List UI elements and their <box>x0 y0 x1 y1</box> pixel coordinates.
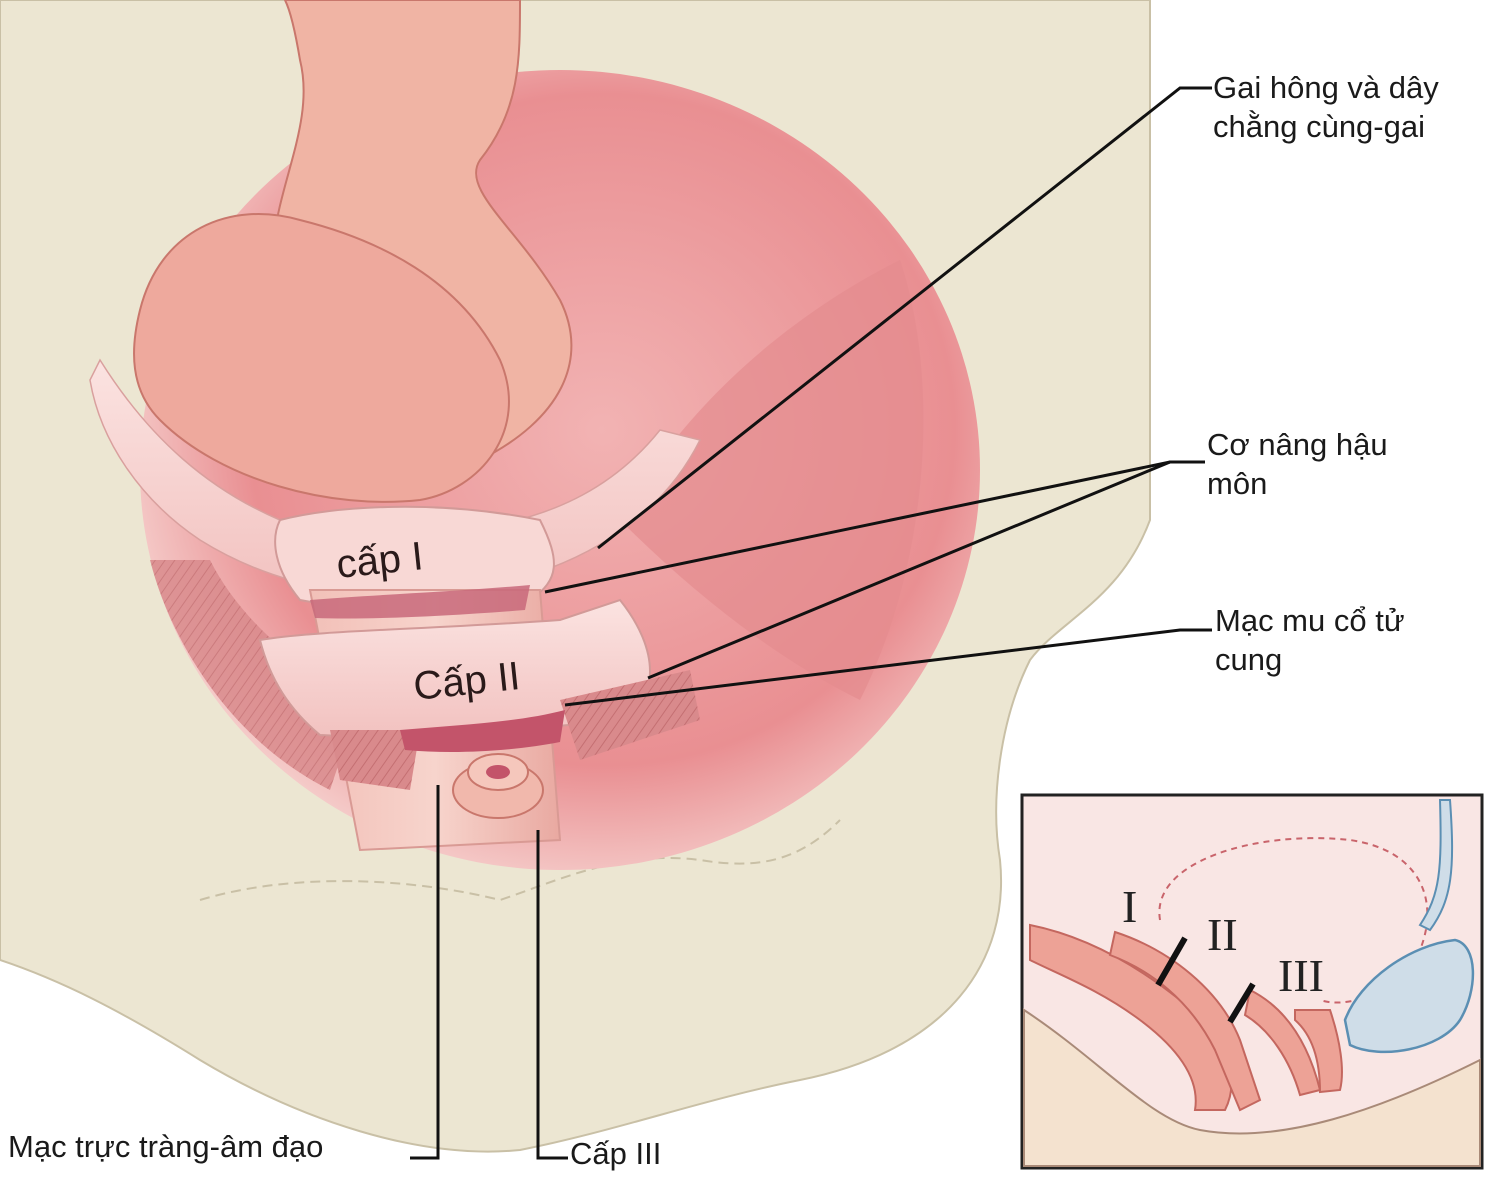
inset-level-1: I <box>1122 881 1137 932</box>
inset-floor <box>1023 1008 1481 1167</box>
leader-level-3 <box>536 830 568 1160</box>
label-ischial-spine-line-2: chằng cùng-gai <box>1213 109 1425 144</box>
uterus-cavity <box>133 213 510 503</box>
label-rectovaginal-fascia: Mạc trực tràng-âm đạo <box>8 1129 323 1164</box>
pelvic-inner-rim <box>199 819 841 902</box>
inset-bladder <box>1343 938 1475 1054</box>
inset-bladder-dashed <box>1158 837 1429 1004</box>
inset-level-band-3 <box>1294 1009 1343 1094</box>
label-pubocervical-line-1: Mạc mu cổ tử <box>1215 603 1405 638</box>
label-ischial-spine-line-1: Gai hông và dây <box>1213 70 1439 105</box>
inset-level-band-2 <box>1243 988 1322 1097</box>
levator-fibers-right <box>620 260 924 700</box>
label-level-1: cấp I <box>334 534 425 587</box>
label-pubocervical-fascia: Mạc mu cổ tử cung <box>1215 603 1413 677</box>
level-2-slot <box>400 710 565 753</box>
level-1-slot <box>310 585 530 619</box>
inset-sagittal: I II III <box>1020 793 1484 1170</box>
label-levator-ani-line-2: môn <box>1207 466 1267 501</box>
inset-urethra-tube <box>1418 799 1454 932</box>
label-pubocervical-line-2: cung <box>1215 642 1282 677</box>
leader-rectovaginal <box>410 785 440 1160</box>
inset-divider-2 <box>1227 982 1256 1024</box>
label-ischial-spine: Gai hông và dây chằng cùng-gai <box>1213 70 1447 144</box>
label-level-3: Cấp III <box>570 1136 661 1171</box>
inset-level-3: III <box>1278 950 1324 1001</box>
levator-fibers-left <box>150 560 360 790</box>
inset-level-2: II <box>1207 909 1238 960</box>
leader-pubocervical <box>564 628 1212 707</box>
label-levator-ani: Cơ nâng hậu môn <box>1207 427 1396 501</box>
leader-ischial-spine <box>597 86 1212 550</box>
inset-divider-1 <box>1155 936 1188 987</box>
inset-level-band-1 <box>1108 930 1262 1112</box>
label-levator-ani-line-1: Cơ nâng hậu <box>1207 427 1388 462</box>
urethra-hole <box>486 765 510 779</box>
leader-levator-b <box>647 460 1205 680</box>
level-2-muscle-left <box>330 730 420 790</box>
